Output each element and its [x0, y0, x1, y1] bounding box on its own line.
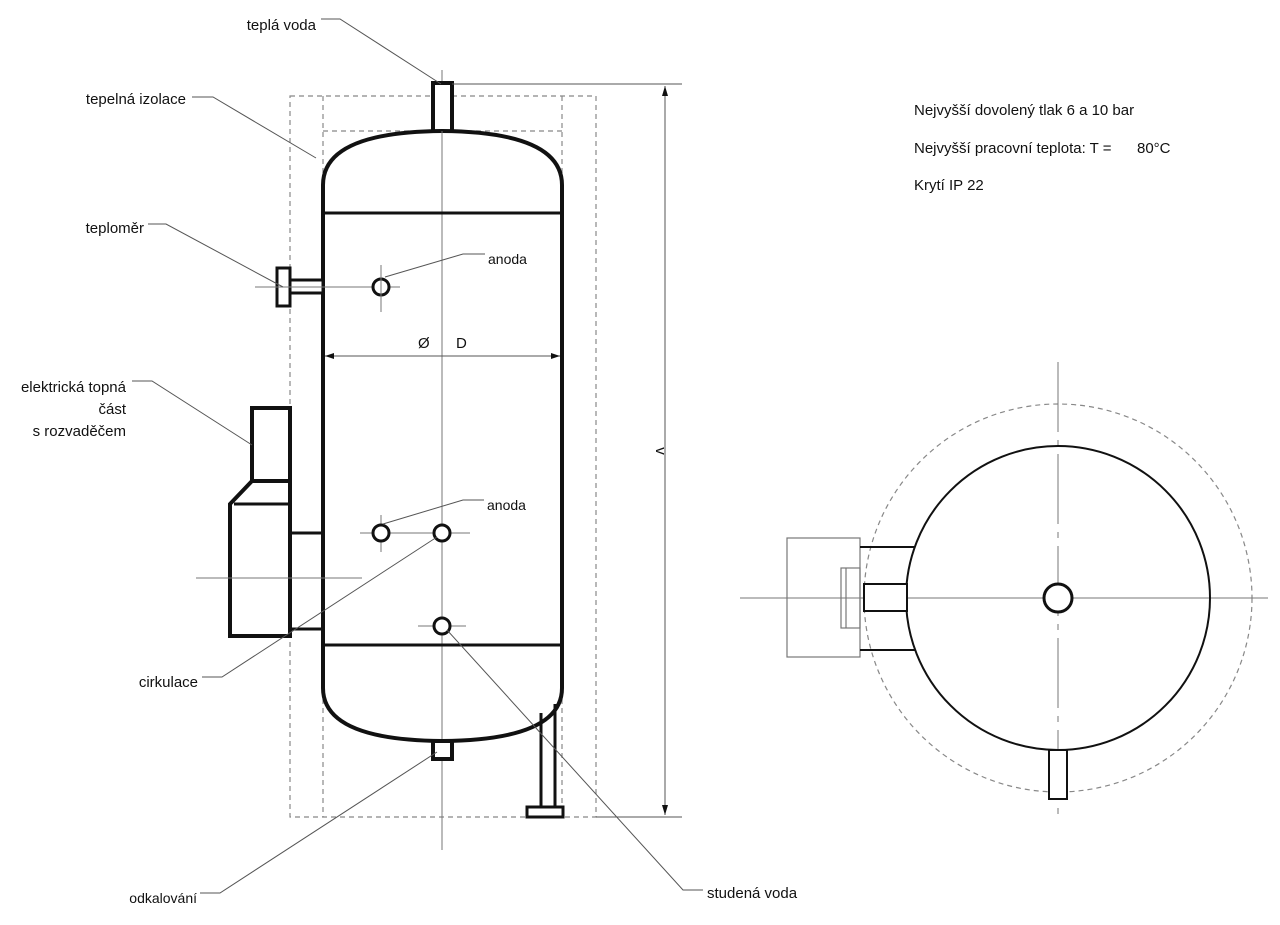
- side-view: teplá voda tepelná izolace teploměr anod…: [21, 17, 798, 906]
- anode-mid-port: [371, 523, 391, 543]
- label-circulation: cirkulace: [139, 674, 198, 691]
- spec-temperature-label: Nejvyšší pracovní teplota: T =: [914, 140, 1112, 157]
- label-drain: odkalování: [129, 890, 197, 906]
- spec-pressure: Nejvyšší dovolený tlak 6 a 10 bar: [914, 102, 1134, 119]
- heater-body: [228, 479, 292, 638]
- label-heater-line1: elektrická topná: [21, 379, 127, 396]
- leader-heater: [132, 380, 253, 446]
- cold-water-port: [432, 616, 452, 636]
- leader-insulation: [192, 96, 317, 159]
- leader-anode-top: [384, 253, 485, 278]
- heater-terminal-box: [250, 406, 292, 483]
- plan-hot-water-port: [1042, 582, 1074, 614]
- spec-temperature-value: 80°C: [1137, 140, 1171, 157]
- label-diameter-letter: D: [456, 335, 467, 352]
- label-insulation: tepelná izolace: [86, 91, 186, 108]
- label-anode-mid: anoda: [487, 497, 526, 513]
- leader-thermometer: [148, 223, 284, 288]
- circulation-port: [432, 523, 452, 543]
- diameter-arrow-right: [551, 353, 560, 359]
- leader-drain: [200, 751, 438, 894]
- plan-view: [740, 362, 1268, 815]
- label-cold-water: studená voda: [707, 885, 798, 902]
- label-hot-water: teplá voda: [247, 17, 317, 34]
- diameter-arrow-left: [325, 353, 334, 359]
- specs-block: Nejvyšší dovolený tlak 6 a 10 bar Nejvyš…: [914, 102, 1171, 194]
- spec-protection: Krytí IP 22: [914, 177, 984, 194]
- label-heater-line2: část: [98, 401, 126, 418]
- plan-thermometer-stem: [863, 583, 908, 612]
- label-anode-top: anoda: [488, 251, 527, 267]
- height-arrow-bottom: [662, 805, 668, 815]
- support-foot: [525, 805, 565, 819]
- label-height-symbol: v: [652, 447, 669, 455]
- leader-hot-water: [321, 18, 442, 85]
- drain-pipe: [431, 739, 454, 761]
- plan-heater-terminal: [840, 567, 861, 629]
- hot-water-pipe: [431, 81, 454, 134]
- label-thermometer: teploměr: [86, 220, 144, 237]
- leader-cold-water: [446, 629, 703, 891]
- height-arrow-top: [662, 86, 668, 96]
- leader-anode-mid: [382, 499, 484, 525]
- label-heater-line3: s rozvaděčem: [33, 423, 126, 440]
- plan-support-leg: [1048, 749, 1068, 800]
- label-diameter-symbol: Ø: [418, 335, 430, 352]
- leader-circulation: [202, 536, 438, 678]
